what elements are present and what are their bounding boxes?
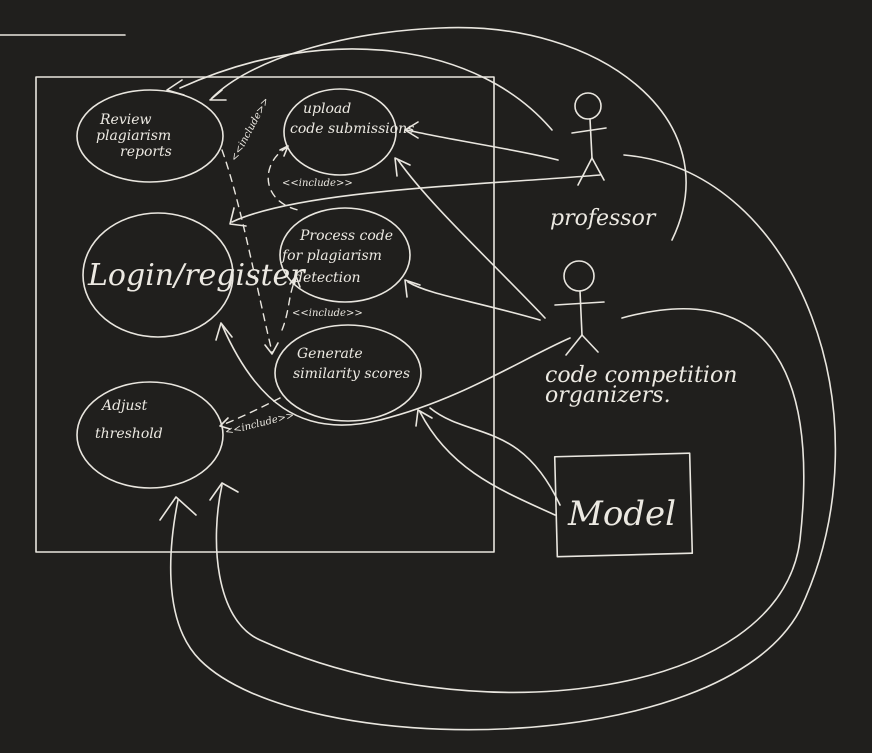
include-label-1: <<include>>	[229, 96, 272, 164]
login-label: Login/register	[87, 258, 306, 293]
usecase-adjust-threshold	[76, 381, 224, 489]
process-label: Process code for plagiarism detection	[281, 228, 397, 286]
usecase-login-register	[82, 212, 234, 338]
assoc-org-login	[221, 324, 571, 426]
include-label-3: <<include>>	[292, 308, 363, 319]
assoc-org-process	[407, 281, 541, 321]
assoc-org-review	[211, 26, 687, 241]
include-arrow-4	[219, 417, 231, 430]
organizers-label: code competition organizers.	[545, 363, 744, 408]
assoc-prof-review	[179, 48, 553, 131]
include-arrow-2	[279, 145, 289, 157]
system-boundary	[35, 76, 495, 553]
usecase-review-reports	[76, 89, 224, 183]
assoc-model-generate	[419, 411, 556, 516]
include-review-generate	[221, 149, 273, 353]
upload-label: upload code submissions	[290, 101, 414, 137]
include-process-upload	[267, 146, 299, 211]
assoc-model-generate-2	[429, 407, 561, 506]
include-arrow-3	[289, 275, 301, 288]
generate-label: Generate similarity scores	[293, 346, 410, 382]
include-arrow-1	[264, 342, 279, 355]
usecase-process-code	[279, 207, 411, 303]
model-label: Model	[567, 494, 676, 534]
assoc-org-adjust	[215, 308, 805, 694]
include-label-2: <<include>>	[282, 178, 353, 189]
adjust-label: Adjust threshold	[95, 398, 163, 442]
include-generate-process	[281, 277, 297, 331]
review-label: Review plagiarism reports	[96, 112, 176, 160]
assoc-prof-upload	[406, 129, 559, 161]
organizers-actor	[554, 260, 605, 356]
usecase-upload-submissions	[283, 88, 397, 176]
assoc-prof-adjust	[169, 154, 837, 731]
professor-label: professor	[550, 206, 657, 231]
assoc-org-upload	[397, 159, 546, 319]
usecase-generate-scores	[274, 324, 422, 422]
professor-actor	[571, 92, 607, 186]
model-box	[553, 452, 694, 558]
include-label-4: <<include>>	[224, 410, 295, 438]
assoc-prof-login	[231, 174, 601, 223]
